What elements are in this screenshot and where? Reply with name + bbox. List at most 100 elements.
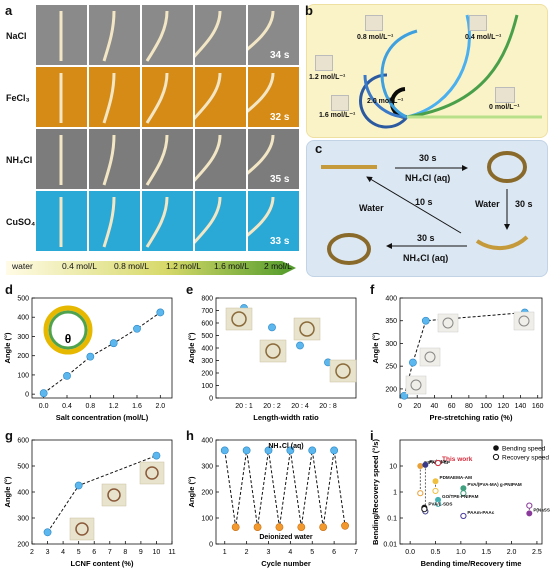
inset-ring-2 bbox=[442, 317, 454, 329]
bend-point-0 bbox=[417, 463, 424, 469]
x-tick-label-0: 0.0 bbox=[39, 403, 49, 410]
chart-g-lcnf: LCNF content (%)Angle (°)200300400500600… bbox=[3, 438, 176, 569]
trend-line bbox=[43, 312, 161, 394]
y-tick-label-0: 200 bbox=[385, 386, 397, 393]
x-tick-label-2: 3 bbox=[267, 549, 271, 556]
seq-label-1: 0.4 mol/L bbox=[62, 261, 97, 271]
y-tick-label-6: 600 bbox=[201, 321, 213, 328]
panel-label-i: i bbox=[370, 428, 374, 443]
inset-ring-0 bbox=[410, 379, 422, 391]
x-tick-label-4: 5 bbox=[310, 549, 314, 556]
item-label-4: PVA/(PVA-MA) g-PNIPAM bbox=[467, 482, 522, 487]
nh4cl-point-0 bbox=[220, 446, 229, 455]
inset-photo-1 bbox=[259, 339, 287, 363]
inset-ring bbox=[43, 305, 93, 355]
right-time: 30 s bbox=[515, 199, 533, 209]
cycle-line bbox=[224, 450, 346, 528]
nh4cl-point-5 bbox=[330, 446, 339, 455]
x-tick-label-4: 6 bbox=[92, 549, 96, 556]
time-label-2: 35 s bbox=[270, 174, 290, 185]
x-tick-label-0: 2 bbox=[30, 549, 34, 556]
inset-photo-1 bbox=[419, 347, 441, 367]
chart-f-prestretching: Pre-stretching ratio (%)Angle (°)2002503… bbox=[371, 296, 544, 423]
x-tick-label-5: 2.0 bbox=[155, 403, 165, 410]
x-tick-label-5: 6 bbox=[332, 549, 336, 556]
y-tick-label-1: 0.1 bbox=[387, 516, 397, 523]
inset-photo-2 bbox=[437, 313, 459, 333]
photo-2-3 bbox=[188, 129, 246, 189]
y-tick-label-3: 500 bbox=[17, 464, 29, 471]
x-tick-label-2: 1.0 bbox=[456, 549, 466, 556]
x-tick-label-3: 60 bbox=[448, 403, 456, 410]
photo-2-2 bbox=[142, 129, 193, 189]
inset-photo-2 bbox=[293, 317, 321, 341]
x-tick-label-1: 0.4 bbox=[62, 403, 72, 410]
water-point-2 bbox=[275, 523, 284, 531]
panel-label-g: g bbox=[5, 428, 13, 443]
inset-ring-3 bbox=[335, 363, 351, 379]
y-tick-label-0: 0 bbox=[209, 396, 213, 403]
y-tick-label-4: 600 bbox=[17, 438, 29, 445]
legend-bend-marker bbox=[493, 445, 499, 451]
inset-photo-3 bbox=[329, 359, 357, 383]
inset-photo-0.4 bbox=[469, 15, 487, 31]
cycle-arrows bbox=[321, 151, 529, 265]
item-label-2: This work bbox=[442, 456, 473, 463]
inset-photo-0 bbox=[225, 307, 253, 331]
series-label-water: Deionized water bbox=[259, 534, 313, 541]
y-tick-label-2: 400 bbox=[17, 490, 29, 497]
data-point-2 bbox=[296, 341, 304, 350]
x-tick-label-8: 10 bbox=[153, 549, 161, 556]
right-water: Water bbox=[475, 199, 500, 209]
data-point-3 bbox=[109, 339, 118, 348]
y-tick-label-0: 0.01 bbox=[383, 542, 397, 549]
panel-label-f: f bbox=[370, 282, 375, 297]
label-0.8: 0.8 mol/L⁻¹ bbox=[357, 34, 394, 41]
data-point-1 bbox=[74, 481, 83, 490]
panel-b-curvature-diagram: b 0.8 mol/L⁻¹ 0.4 mol/L⁻¹ 1.2 mol/L⁻¹ 2.… bbox=[305, 3, 548, 138]
y-tick-label-3: 300 bbox=[201, 464, 213, 471]
inset-photo-1 bbox=[101, 483, 127, 507]
bend-point-4 bbox=[460, 485, 467, 492]
plot-frame bbox=[399, 297, 543, 399]
x-tick-label-4: 1.6 bbox=[132, 403, 142, 410]
strip-0-2 bbox=[145, 10, 169, 62]
panel-label-e: e bbox=[186, 282, 194, 297]
recov-point-6 bbox=[421, 505, 428, 513]
panel-label-c: c bbox=[315, 141, 323, 156]
inset-photo-0 bbox=[69, 517, 95, 541]
bend-point-8 bbox=[526, 510, 533, 517]
x-tick-label-8: 160 bbox=[532, 403, 544, 410]
chart-i-comparison: Bending time/Recovery timeBending/Recove… bbox=[371, 439, 550, 568]
x-tick-label-4: 80 bbox=[465, 403, 473, 410]
x-tick-label-9: 11 bbox=[168, 549, 175, 556]
y-tick-label-4: 400 bbox=[17, 315, 29, 322]
bend-point-3 bbox=[432, 478, 439, 485]
inset-photo-2 bbox=[139, 461, 165, 485]
y-tick-label-3: 300 bbox=[17, 334, 29, 341]
x-tick-label-6: 8 bbox=[123, 549, 127, 556]
water-point-3 bbox=[297, 523, 306, 531]
inset-photo-1.2 bbox=[315, 55, 333, 71]
photo-3-2 bbox=[142, 191, 193, 251]
inset-inner-ring bbox=[48, 310, 88, 350]
recov-point-0 bbox=[417, 490, 424, 497]
bend-point-1 bbox=[422, 461, 429, 468]
panel-label-b: b bbox=[305, 3, 313, 18]
x-tick-label-5: 100 bbox=[480, 403, 492, 410]
x-tick-label-3: 5 bbox=[77, 549, 81, 556]
seq-label-2: 0.8 mol/L bbox=[114, 261, 149, 271]
recov-point-8 bbox=[526, 502, 533, 509]
y-tick-label-2: 200 bbox=[201, 490, 213, 497]
x-tick-label-5: 7 bbox=[108, 549, 112, 556]
y-tick-label-4: 400 bbox=[201, 346, 213, 353]
time-label-0: 34 s bbox=[270, 50, 290, 61]
strip-1-1 bbox=[102, 72, 116, 124]
inset-theta: θ bbox=[65, 332, 72, 346]
inset-photo-0 bbox=[405, 375, 427, 395]
photo-0-2 bbox=[142, 5, 193, 65]
y-tick-label-3: 350 bbox=[385, 318, 397, 325]
y-tick-label-3: 300 bbox=[201, 358, 213, 365]
strip-0-3 bbox=[188, 10, 222, 63]
photo-1-1 bbox=[89, 67, 140, 127]
